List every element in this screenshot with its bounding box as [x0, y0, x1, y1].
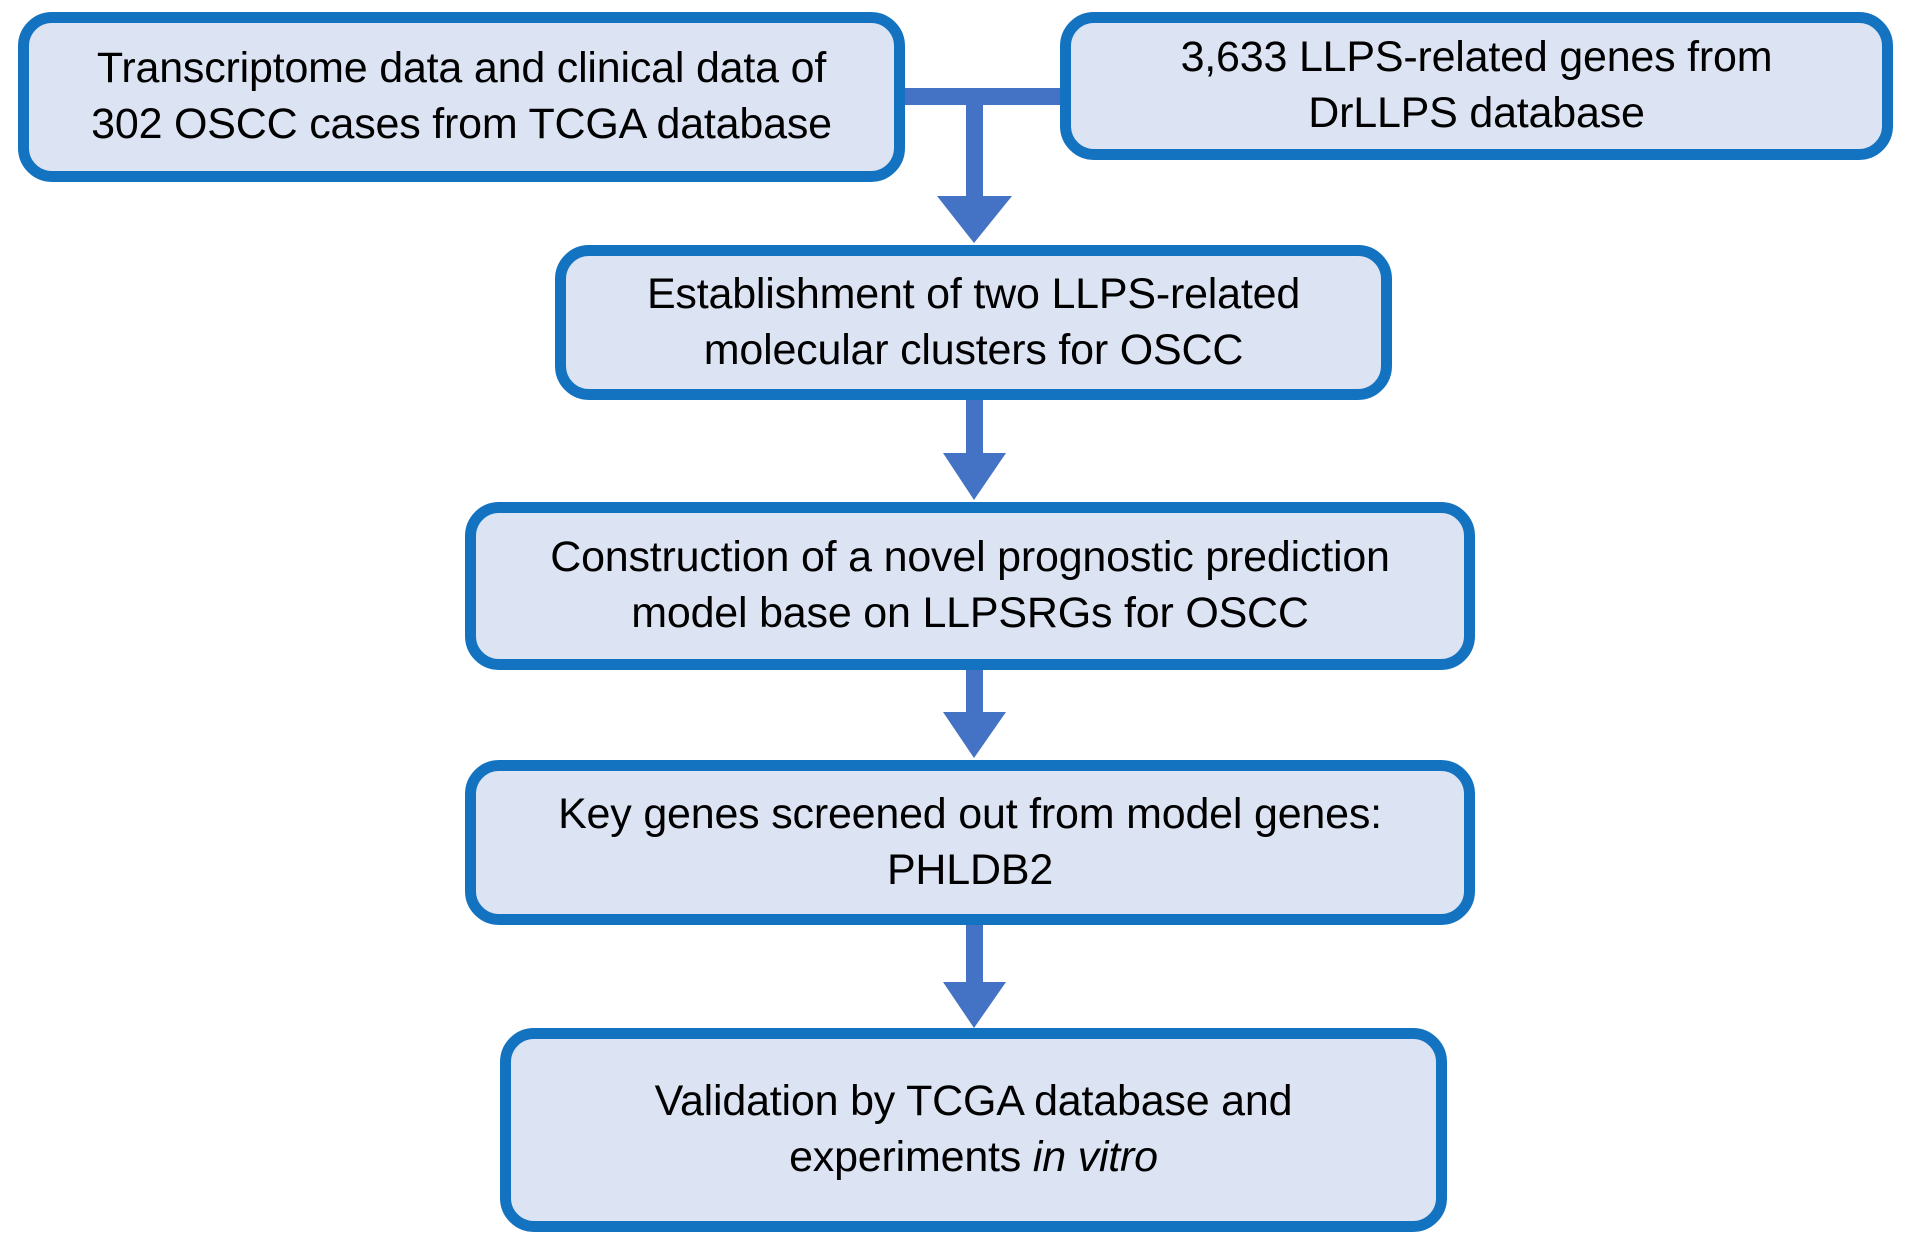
- node-key-genes-line2: PHLDB2: [886, 845, 1054, 894]
- connector-key-genes-to-validation: [943, 923, 1006, 1028]
- model-keygenes-arrowhead: [943, 712, 1006, 758]
- node-clusters: Establishment of two LLPS-related molecu…: [555, 245, 1392, 400]
- model-keygenes-stem: [966, 668, 983, 726]
- keygenes-validation-arrowhead: [943, 982, 1006, 1028]
- node-key-genes-line1: Key genes screened out from model genes:: [558, 789, 1382, 838]
- node-validation-line2-prefix: experiments: [789, 1133, 1033, 1181]
- merge-horizontal-bar: [905, 88, 1061, 105]
- node-key-genes-text: Key genes screened out from model genes:…: [502, 787, 1438, 899]
- node-drllps-input-line1: 3,633 LLPS-related genes from: [1180, 33, 1773, 82]
- node-clusters-line2: molecular clusters for OSCC: [703, 325, 1244, 374]
- connector-merge-to-clusters: [905, 88, 1061, 243]
- node-validation-line1: Validation by TCGA database and: [654, 1077, 1293, 1126]
- clusters-model-arrowhead: [943, 453, 1006, 500]
- node-validation-line2: experiments in vitro: [537, 1130, 1410, 1186]
- node-clusters-line1: Establishment of two LLPS-related: [646, 269, 1301, 318]
- node-model-text: Construction of a novel prognostic predi…: [502, 530, 1438, 642]
- node-model-line1: Construction of a novel prognostic predi…: [550, 533, 1390, 582]
- connector-clusters-to-model: [943, 398, 1006, 500]
- clusters-model-stem: [966, 398, 983, 460]
- node-tcga-input-line2: 302 OSCC cases from TCGA database: [91, 100, 832, 148]
- connector-model-to-key-genes: [943, 668, 1006, 758]
- keygenes-validation-stem: [966, 923, 983, 995]
- node-key-genes: Key genes screened out from model genes:…: [465, 760, 1475, 925]
- node-drllps-input-line2: DrLLPS database: [1308, 89, 1645, 137]
- node-validation: Validation by TCGA database and experime…: [500, 1028, 1447, 1232]
- node-drllps-input: 3,633 LLPS-related genes from DrLLPS dat…: [1060, 12, 1893, 160]
- node-model-line2: model base on LLPSRGs for OSCC: [631, 589, 1309, 637]
- merge-vertical-stem: [966, 88, 983, 204]
- node-tcga-input-text: Transcriptome data and clinical data of …: [55, 41, 868, 153]
- node-clusters-text: Establishment of two LLPS-related molecu…: [592, 267, 1355, 379]
- node-validation-text: Validation by TCGA database and experime…: [537, 1074, 1410, 1186]
- merge-arrowhead: [937, 196, 1012, 243]
- node-validation-line2-italic: in vitro: [1032, 1133, 1158, 1181]
- node-tcga-input: Transcriptome data and clinical data of …: [18, 12, 905, 182]
- node-model: Construction of a novel prognostic predi…: [465, 502, 1475, 670]
- node-tcga-input-line1: Transcriptome data and clinical data of: [96, 44, 827, 93]
- node-drllps-input-text: 3,633 LLPS-related genes from DrLLPS dat…: [1097, 30, 1856, 142]
